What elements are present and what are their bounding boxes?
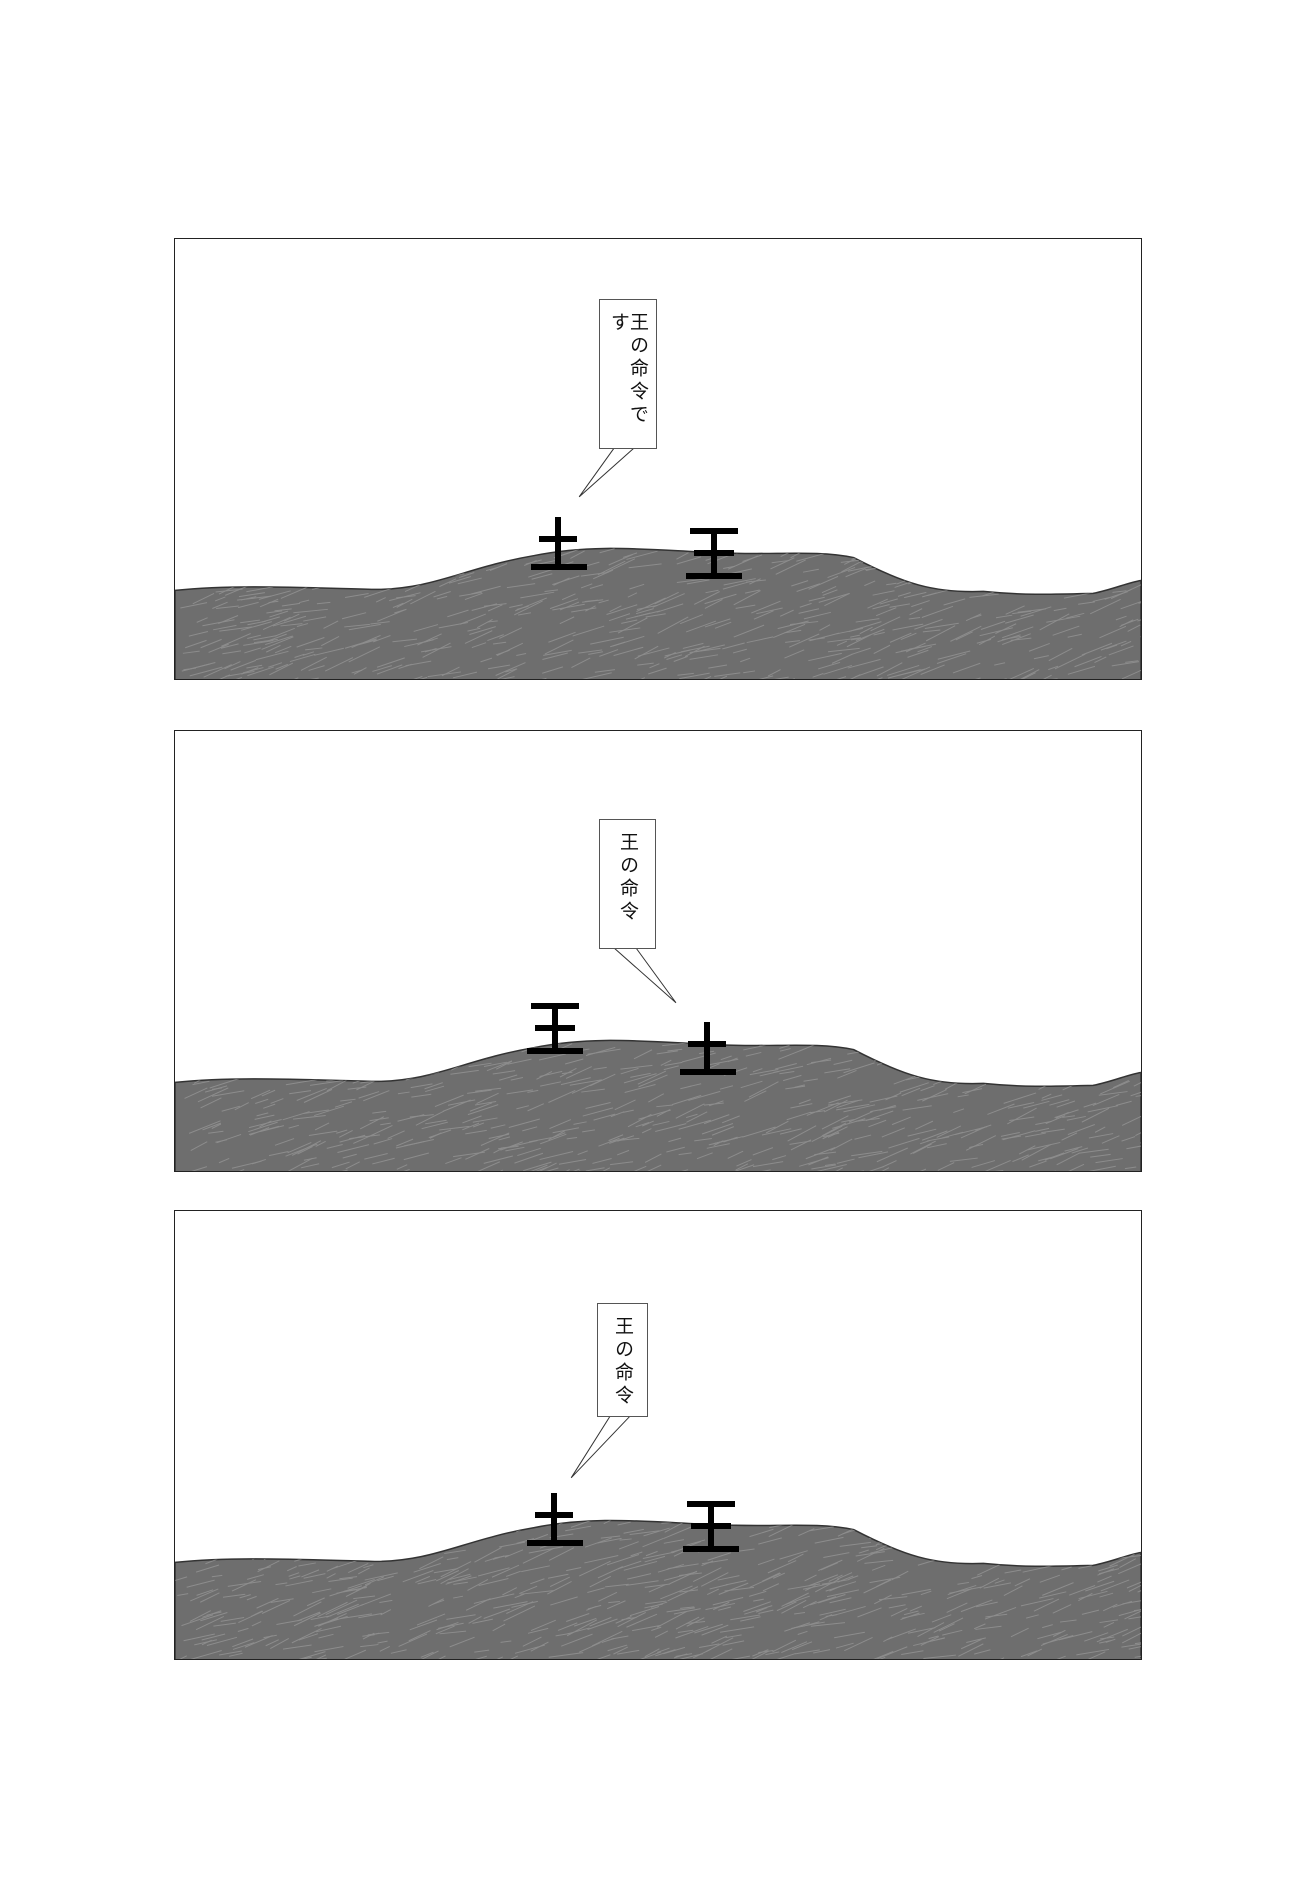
soldier-figure xyxy=(680,1022,736,1075)
panel-2: 王の命令 xyxy=(174,730,1142,1172)
speech-text: 王の命令です xyxy=(608,312,649,427)
king-figure xyxy=(683,1501,739,1552)
king-figure xyxy=(686,528,742,579)
speech-bubble: 王の命令です xyxy=(599,299,657,449)
ground-terrain xyxy=(175,547,1141,679)
ground-terrain xyxy=(175,1039,1141,1171)
speech-bubble: 王の命令 xyxy=(599,819,656,949)
speech-text: 王の命令 xyxy=(617,832,639,924)
panel-1: 王の命令です xyxy=(174,238,1142,680)
soldier-figure xyxy=(531,517,587,570)
panel-3: 王の命令 xyxy=(174,1210,1142,1660)
speech-bubble: 王の命令 xyxy=(597,1303,648,1417)
king-figure xyxy=(527,1003,583,1054)
ground-terrain xyxy=(175,1519,1141,1659)
soldier-figure xyxy=(527,1493,583,1546)
speech-text: 王の命令 xyxy=(612,1316,634,1408)
